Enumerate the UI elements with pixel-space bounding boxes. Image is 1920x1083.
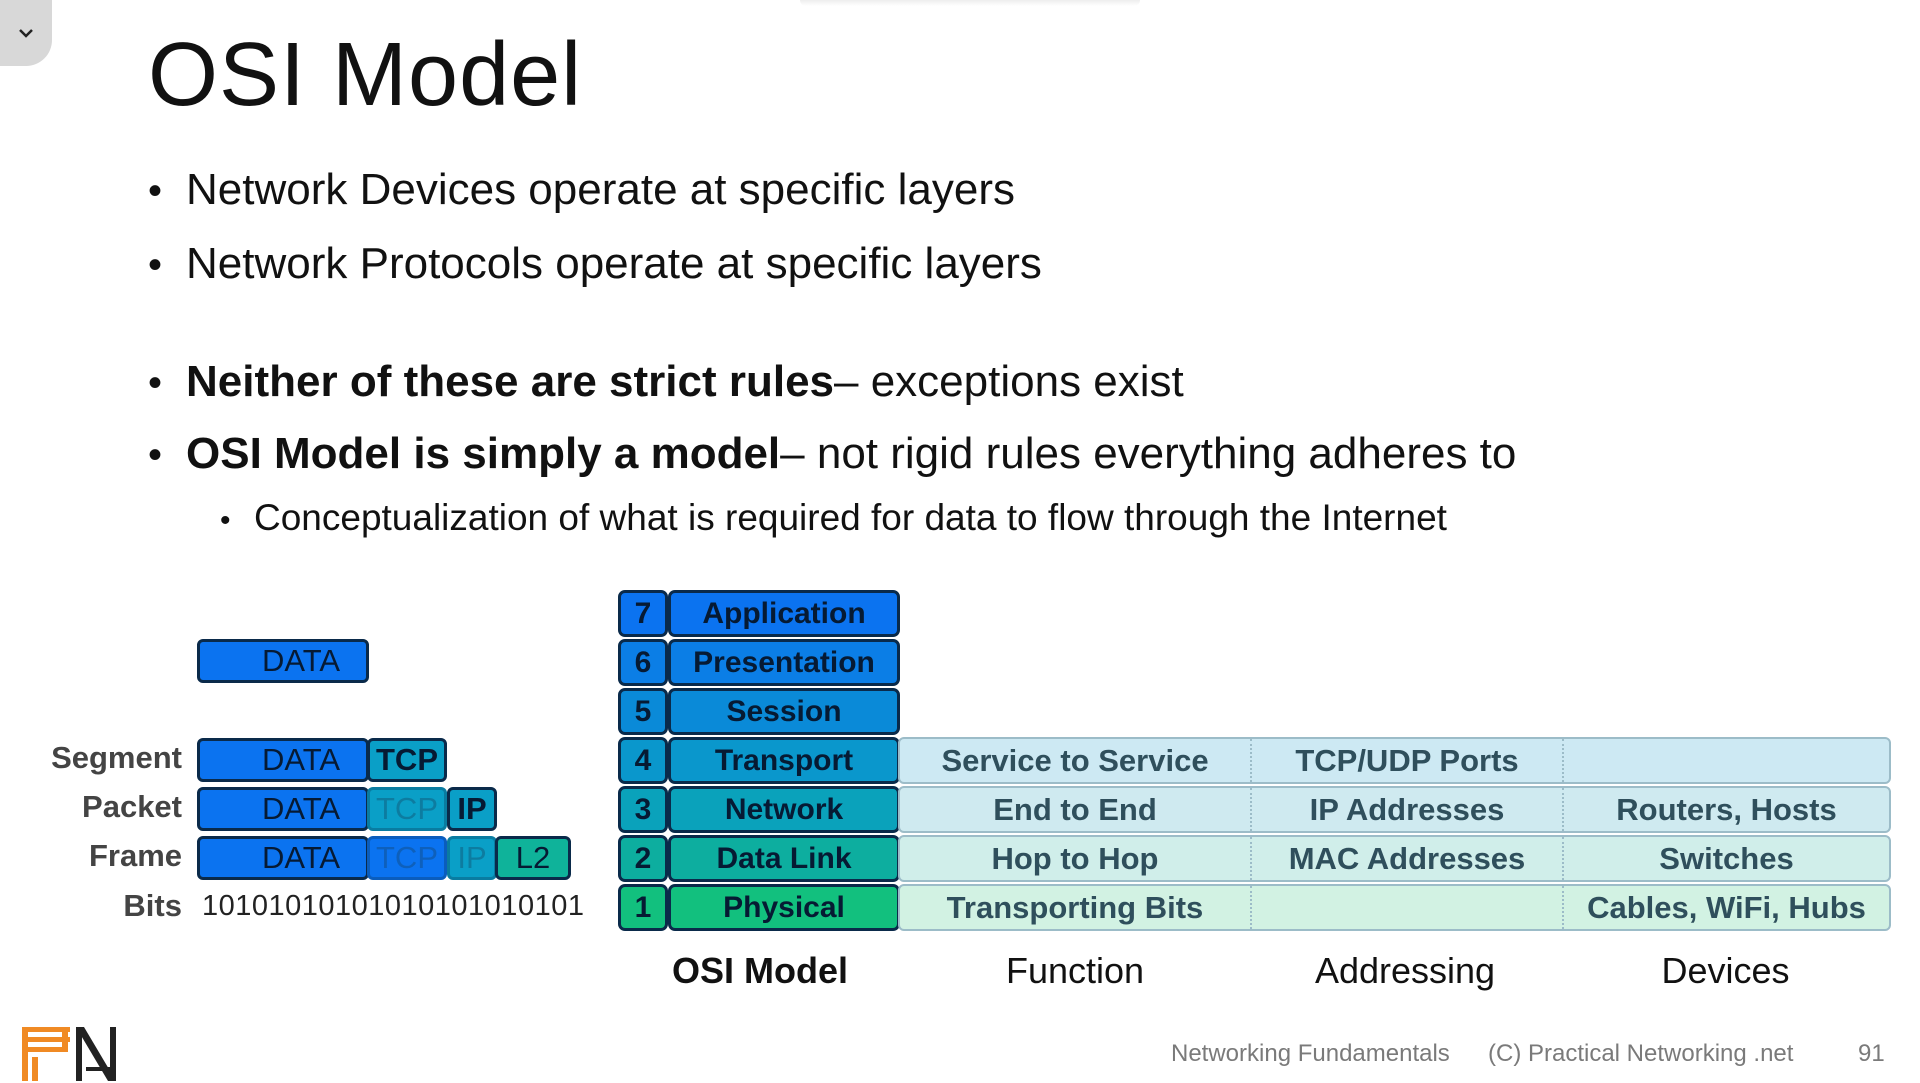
collapse-toolbar-button[interactable] — [0, 0, 52, 66]
segment-data-block: DATA — [197, 738, 369, 782]
packet-label: Packet — [82, 789, 182, 824]
segment-label: Segment — [51, 740, 182, 775]
osi-model-heading: OSI Model — [671, 950, 848, 991]
course-name: Networking Fundamentals — [1171, 1040, 1450, 1067]
data-label: DATA — [261, 643, 341, 678]
bullet-bold-text: OSI Model is simply a model — [186, 429, 781, 478]
practical-networking-logo — [22, 1027, 116, 1081]
bullet-item: • Neither of these are strict rules – ex… — [148, 357, 1184, 407]
bullet-text: Network Devices operate at specific laye… — [186, 165, 1015, 214]
chevron-down-icon — [19, 29, 33, 38]
osi-layer-name: Application — [668, 590, 900, 637]
bullet-item: • OSI Model is simply a model – not rigi… — [148, 429, 1516, 479]
osi-layer-number: 1 — [618, 884, 668, 931]
bullet-dot: • — [148, 361, 163, 405]
addressing-cell: IP Addresses — [1252, 788, 1564, 831]
osi-layer-name: Presentation — [668, 639, 900, 686]
bullet-dot: • — [220, 504, 231, 537]
packet-tcp-header: TCP — [367, 787, 447, 831]
addressing-cell — [1252, 886, 1564, 929]
addressing-cell: MAC Addresses — [1252, 837, 1564, 880]
devices-cell: Routers, Hosts — [1616, 791, 1837, 827]
bullet-dot: • — [148, 169, 163, 213]
frame-l2-header: L2 — [495, 836, 571, 880]
function-cell: Service to Service — [900, 739, 1252, 782]
osi-layer-name: Network — [668, 786, 900, 833]
frame-data-block: DATA — [197, 836, 369, 880]
sub-bullet-item: • Conceptualization of what is required … — [220, 497, 1447, 539]
function-cell: Transporting Bits — [900, 886, 1252, 929]
addressing-heading: Addressing — [1314, 950, 1496, 991]
osi-layer-number: 3 — [618, 786, 668, 833]
bullet-text: – exceptions exist — [834, 357, 1184, 406]
top-edge-shadow — [800, 0, 1140, 6]
bullet-text: Network Protocols operate at specific la… — [186, 239, 1042, 288]
function-heading: Function — [1005, 950, 1145, 991]
devices-cell — [1564, 739, 1889, 782]
data-label: DATA — [261, 840, 341, 875]
osi-layer-number: 7 — [618, 590, 668, 637]
osi-layer-number: 2 — [618, 835, 668, 882]
function-cell: Hop to Hop — [900, 837, 1252, 880]
osi-layer-number: 5 — [618, 688, 668, 735]
packet-ip-header: IP — [447, 787, 497, 831]
data-label: DATA — [261, 742, 341, 777]
data-block: DATA — [197, 639, 369, 683]
table-row: Transporting Bits Cables, WiFi, Hubs — [898, 884, 1891, 931]
sub-bullet-text: Conceptualization of what is required fo… — [254, 497, 1447, 538]
page-number: 91 — [1858, 1040, 1885, 1067]
osi-layer-name: Session — [668, 688, 900, 735]
data-label: DATA — [261, 791, 341, 826]
addressing-cell: TCP/UDP Ports — [1252, 739, 1564, 782]
packet-data-block: DATA — [197, 787, 369, 831]
bullet-dot: • — [148, 243, 163, 287]
frame-tcp-header: TCP — [367, 836, 447, 880]
osi-layer-name: Transport — [668, 737, 900, 784]
bits-stream: 10101010101010101010101 — [202, 890, 585, 922]
segment-tcp-header: TCP — [367, 738, 447, 782]
devices-cell: Switches — [1659, 840, 1794, 876]
osi-layer-number: 4 — [618, 737, 668, 784]
bullet-text: – not rigid rules everything adheres to — [780, 429, 1517, 478]
bullet-item: • Network Devices operate at specific la… — [148, 165, 1015, 215]
frame-label: Frame — [88, 838, 182, 873]
bullet-dot: • — [148, 433, 163, 477]
bullet-item: • Network Protocols operate at specific … — [148, 239, 1042, 289]
osi-layer-name: Data Link — [668, 835, 900, 882]
osi-layer-name: Physical — [668, 884, 900, 931]
devices-cell: Cables, WiFi, Hubs — [1587, 889, 1866, 925]
slide-title: OSI Model — [148, 25, 583, 125]
copyright-text: (C) Practical Networking .net — [1488, 1040, 1794, 1067]
osi-layer-number: 6 — [618, 639, 668, 686]
function-cell: End to End — [900, 788, 1252, 831]
bullet-bold-text: Neither of these are strict rules — [186, 357, 835, 406]
bits-label: Bits — [123, 888, 182, 923]
frame-ip-header: IP — [447, 836, 497, 880]
devices-heading: Devices — [1661, 950, 1790, 991]
